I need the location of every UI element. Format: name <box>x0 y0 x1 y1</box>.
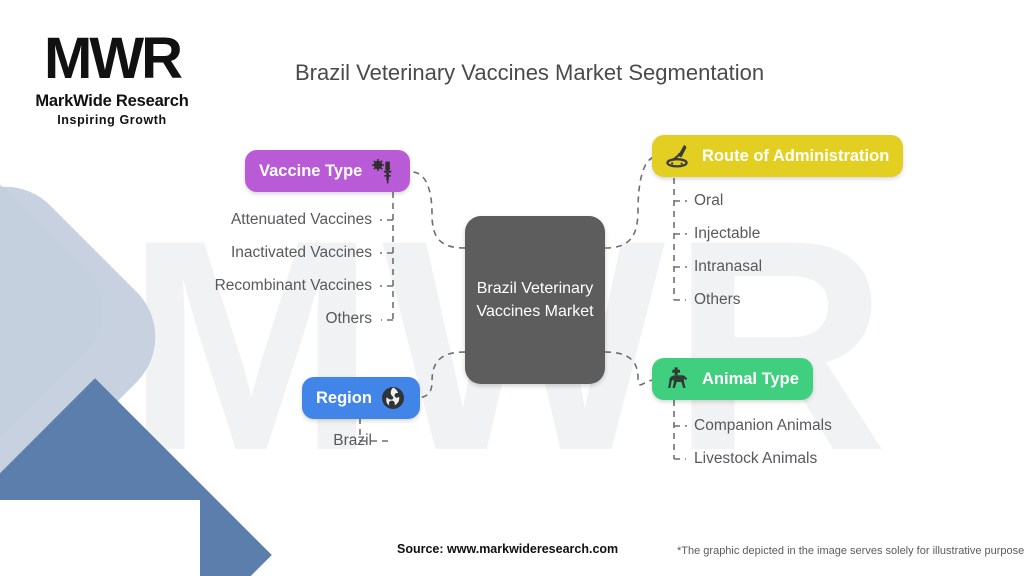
leaf-vaccine-type-1: Inactivated Vaccines <box>230 244 372 261</box>
source-note: Source: www.markwideresearch.com <box>397 542 619 556</box>
branch-label-vaccine-type: Vaccine Type <box>259 161 363 180</box>
logo-tagline: Inspiring Growth <box>57 113 167 127</box>
globe-icon <box>380 385 406 411</box>
leaf-route-3: Others <box>694 291 741 308</box>
stubs-vaccine-type <box>380 219 393 321</box>
leaf-vaccine-type-3: Others <box>325 310 372 327</box>
leaf-route-0: Oral <box>694 192 724 209</box>
branch-label-region: Region <box>316 388 372 407</box>
branch-badge-route-of-administration[interactable]: Route of Administration <box>652 135 904 177</box>
leaf-vaccine-type-2: Recombinant Vaccines <box>214 277 372 294</box>
link-center-to-vaccine-type <box>411 171 466 249</box>
syringe-vial-icon <box>666 143 694 169</box>
stubs-animal-type <box>674 425 687 460</box>
leaf-animal-type-1: Livestock Animals <box>694 450 818 467</box>
leaf-route-1: Injectable <box>694 225 761 242</box>
branch-badge-animal-type[interactable]: Animal Type <box>652 358 813 400</box>
brand-logo: MWR MarkWide Research Inspiring Growth <box>22 26 202 128</box>
logo-monogram: MWR <box>44 26 183 91</box>
link-center-to-route <box>604 156 657 249</box>
center-node: Brazil Veterinary Vaccines Market <box>465 216 605 384</box>
syringe-virus-icon <box>370 158 396 184</box>
leaf-route-2: Intranasal <box>694 258 763 275</box>
animal-cross-icon <box>666 366 694 392</box>
branch-label-route-of-administration: Route of Administration <box>702 146 890 165</box>
leaf-region-0: Brazil <box>333 432 372 449</box>
stubs-route <box>674 200 687 301</box>
disclaimer-note: *The graphic depicted in the image serve… <box>677 545 1024 557</box>
logo-company-name: MarkWide Research <box>35 92 189 110</box>
branch-badge-region[interactable]: Region <box>302 377 420 419</box>
leaf-animal-type-0: Companion Animals <box>694 417 832 434</box>
branch-badge-vaccine-type[interactable]: Vaccine Type <box>245 150 411 192</box>
link-center-to-animal-type <box>604 351 655 386</box>
leaf-vaccine-type-0: Attenuated Vaccines <box>230 211 372 228</box>
link-center-to-region <box>413 351 466 399</box>
page-title: Brazil Veterinary Vaccines Market Segmen… <box>295 60 765 85</box>
branch-label-animal-type: Animal Type <box>702 369 799 388</box>
